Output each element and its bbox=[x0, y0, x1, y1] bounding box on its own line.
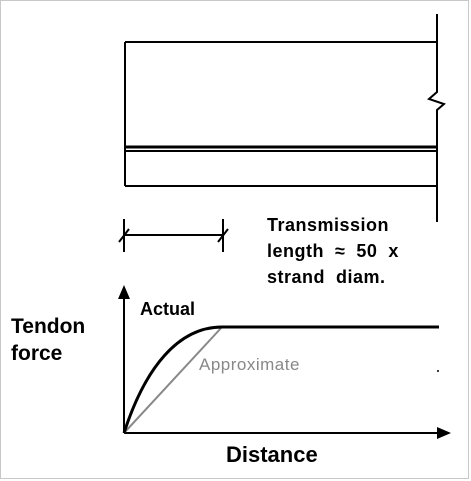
actual-curve bbox=[122, 325, 439, 434]
transmission-length-dimension bbox=[118, 219, 229, 252]
y-axis-label: Tendon force bbox=[11, 313, 85, 367]
approximate-line-label: Approximate bbox=[199, 355, 300, 374]
transmission-label-line2: length ≈ 50 x bbox=[267, 241, 399, 261]
break-line bbox=[427, 14, 446, 222]
approximate-line bbox=[123, 326, 223, 434]
force-distance-plot bbox=[118, 285, 451, 439]
y-axis-label-line2: force bbox=[11, 342, 63, 365]
beam-elevation bbox=[124, 14, 446, 222]
actual-curve-label: Actual bbox=[140, 299, 196, 319]
transmission-length-label: Transmission length ≈ 50 x strand diam. bbox=[267, 212, 399, 290]
transmission-label-line3: strand diam. bbox=[267, 267, 386, 287]
stray-dot bbox=[437, 370, 439, 372]
transmission-label-line1: Transmission bbox=[267, 215, 390, 235]
y-axis-label-line1: Tendon bbox=[11, 315, 86, 338]
y-axis-arrow bbox=[118, 285, 130, 299]
axes bbox=[123, 294, 442, 434]
x-axis-arrow bbox=[437, 427, 451, 439]
dimension-slash-right bbox=[217, 228, 229, 243]
x-axis-label: Distance bbox=[226, 442, 318, 467]
dimension-slash-left bbox=[118, 228, 130, 243]
